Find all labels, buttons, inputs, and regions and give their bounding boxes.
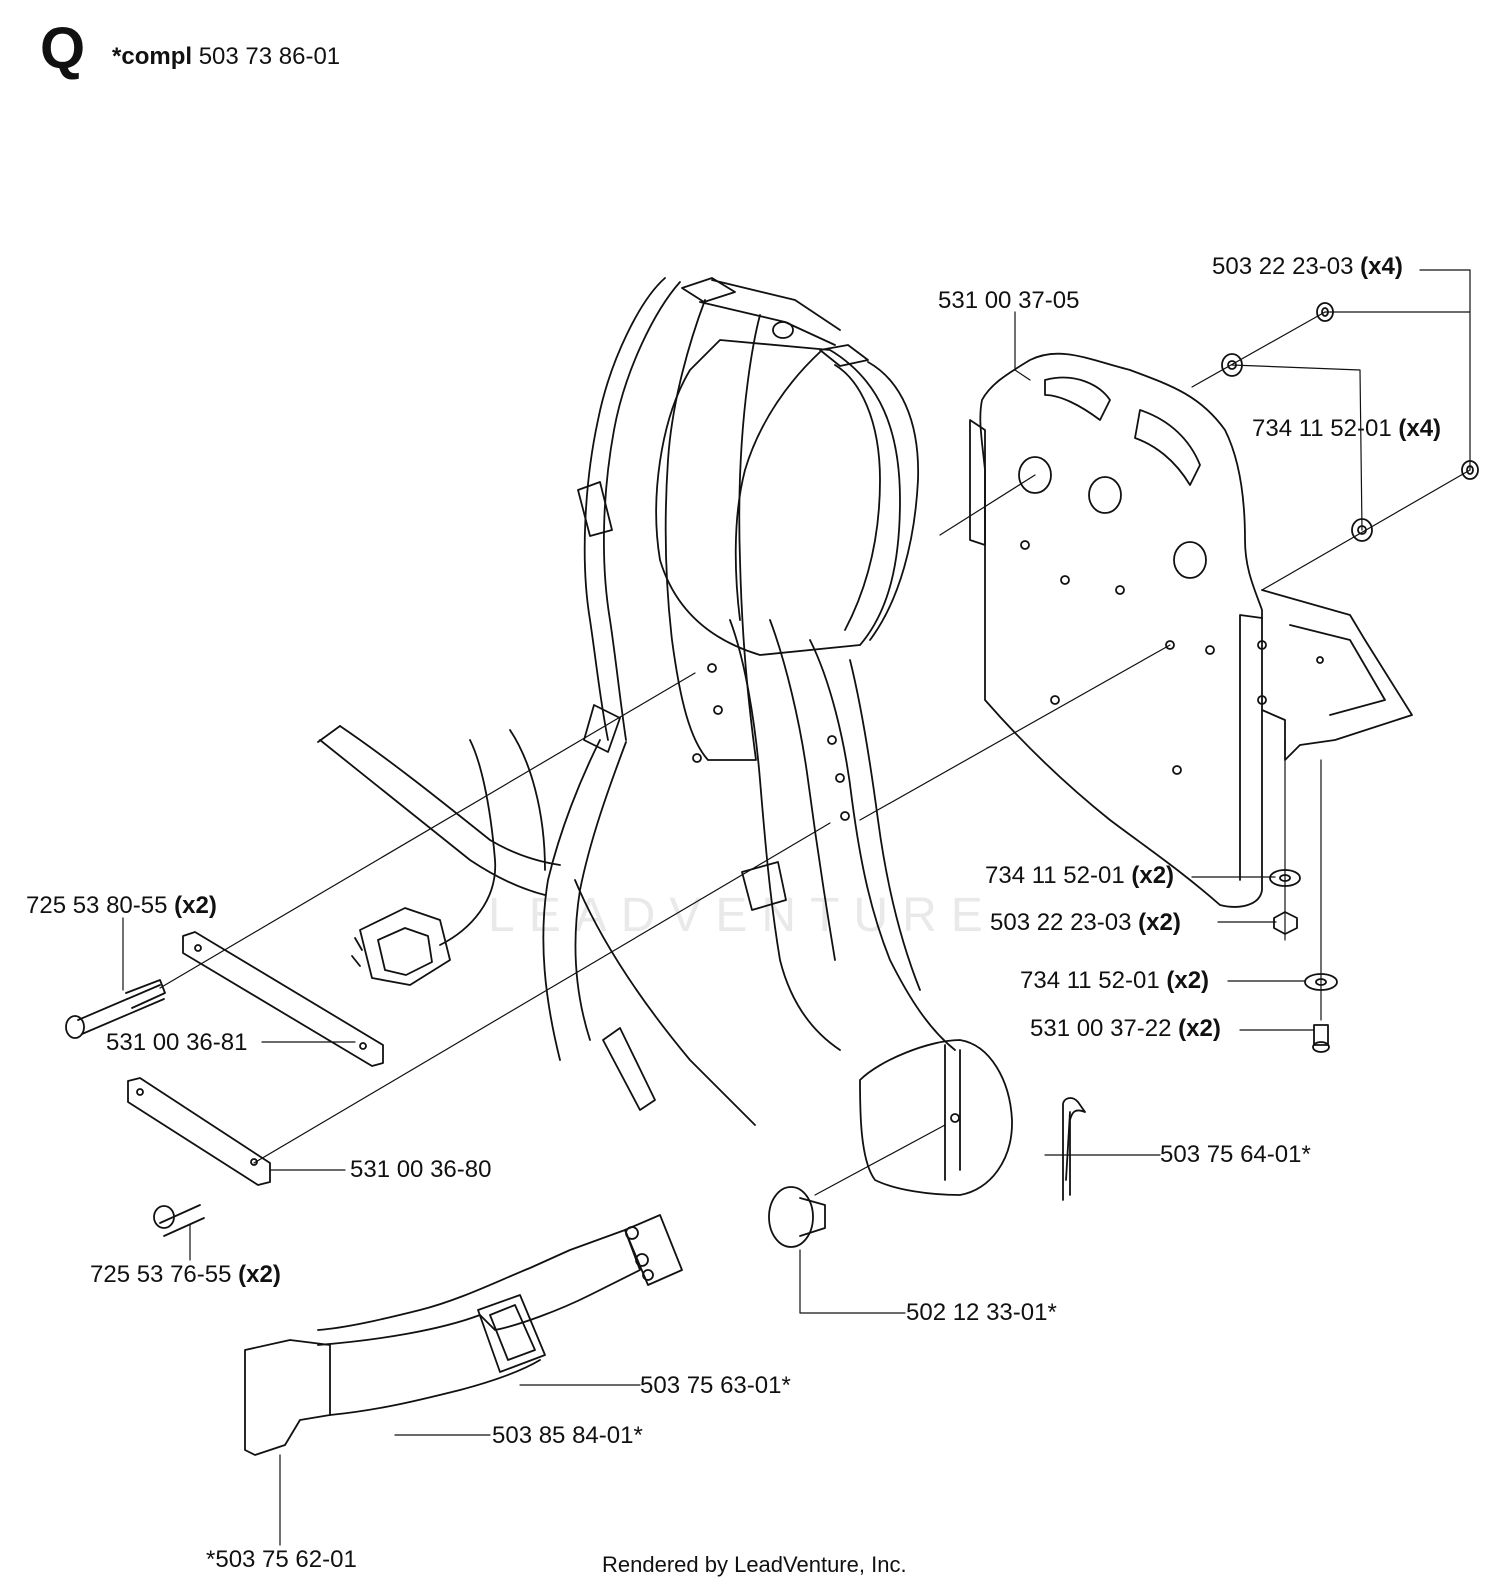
callout-pin[interactable]: 502 12 33-01* — [906, 1299, 1057, 1326]
callout-screw-x2[interactable]: 531 00 37-22 (x2) — [1030, 1015, 1221, 1042]
section-title: *compl 503 73 86-01 — [112, 44, 340, 70]
harness — [317, 277, 1013, 1196]
footer-credit: Rendered by LeadVenture, Inc. — [602, 1552, 907, 1577]
compl-part-number: 503 73 86-01 — [198, 43, 341, 70]
callout-buckle[interactable]: 503 75 63-01* — [640, 1372, 791, 1399]
hardware — [65, 302, 1479, 1248]
compl-prefix: *compl — [112, 43, 193, 70]
callout-screw-left-bottom[interactable]: 725 53 76-55 (x2) — [90, 1261, 281, 1288]
callout-plate-top[interactable]: 531 00 36-81 — [106, 1029, 248, 1056]
callout-clasp[interactable]: *503 75 62-01 — [206, 1546, 357, 1573]
callout-washer-x2-low[interactable]: 734 11 52-01 (x2) — [1020, 967, 1210, 994]
callout-frame[interactable]: 531 00 37-05 — [938, 287, 1080, 314]
callout-nut-x4[interactable]: 503 22 23-03 (x4) — [1212, 253, 1403, 280]
waist-belt — [244, 1214, 683, 1456]
section-letter: Q — [40, 16, 86, 81]
callout-plate-bottom[interactable]: 531 00 36-80 — [350, 1156, 492, 1183]
callout-nut-x2[interactable]: 503 22 23-03 (x2) — [990, 909, 1181, 936]
callout-screw-left-top[interactable]: 725 53 80-55 (x2) — [26, 892, 217, 919]
backplate-frame — [969, 352, 1413, 908]
callout-washer-x4[interactable]: 734 11 52-01 (x4) — [1252, 415, 1442, 442]
leader-lines — [122, 269, 1471, 1546]
callout-clip[interactable]: 503 75 64-01* — [1160, 1141, 1311, 1168]
callout-washer-x2-mid[interactable]: 734 11 52-01 (x2) — [985, 862, 1175, 889]
callout-belt[interactable]: 503 85 84-01* — [492, 1422, 643, 1449]
